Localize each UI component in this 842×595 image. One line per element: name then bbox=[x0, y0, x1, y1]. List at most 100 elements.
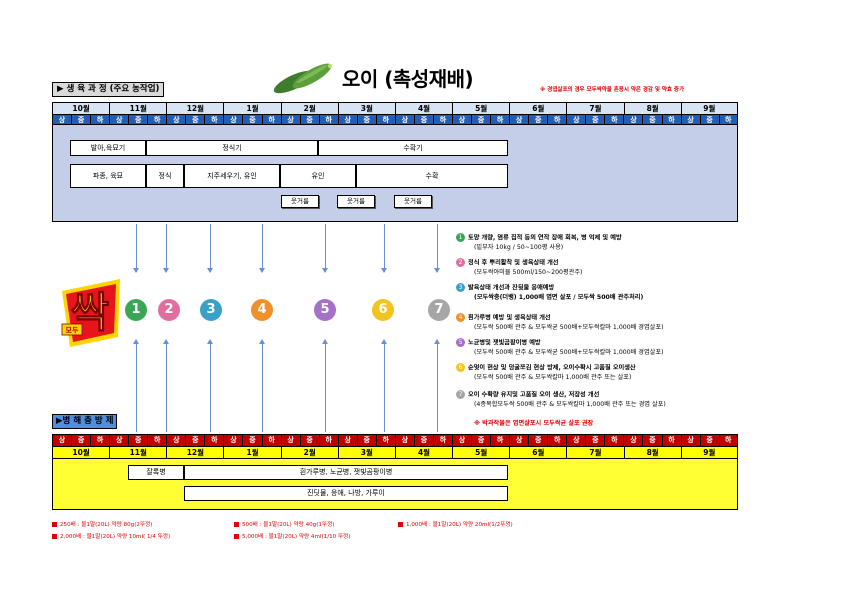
step-detail: (모두싹 500배 관주 & 모두싹균 500배+모두싹칼마 1,000배 경엽… bbox=[474, 348, 664, 356]
month-label: 7월 bbox=[566, 102, 624, 115]
warning-note: ※ 박과작물은 엽면살포시 모두싹균 살포 권장 bbox=[474, 420, 594, 427]
step-detail: (모두싹아미뮬 500ml/150~200평관주) bbox=[474, 268, 583, 276]
step-circle: 3 bbox=[200, 299, 222, 321]
pest-insects: 진딧물, 응애, 나방, 가루이 bbox=[184, 486, 508, 501]
subperiod-label: 하 bbox=[90, 434, 110, 447]
subperiod-label: 중 bbox=[471, 434, 491, 447]
step-detail: (모두싹충(더뱅) 1,000배 엽면 살포 / 모두싹 500배 관주처리) bbox=[474, 293, 644, 301]
growth-stage-seedling: 발아,육묘기 bbox=[70, 140, 146, 156]
subperiod-label: 상 bbox=[509, 434, 529, 447]
subperiod-label: 상 bbox=[451, 434, 472, 447]
step-title: 순멎이 현상 및 덩굴쪼김 현상 방제, 오이수확시 고품질 오이생산 bbox=[468, 364, 636, 372]
step-title: 정식 후 뿌리활착 및 생육상태 개선 bbox=[468, 259, 559, 267]
arrow-up-icon bbox=[322, 339, 328, 432]
arrow-up-icon bbox=[207, 339, 213, 432]
subperiod-label: 하 bbox=[718, 434, 738, 447]
growth-stage-harvest: 수확기 bbox=[318, 140, 508, 156]
subperiod-label: 상 bbox=[223, 434, 243, 447]
arrow-up-icon bbox=[381, 339, 387, 432]
subperiod-label: 중 bbox=[71, 434, 91, 447]
legend-item: 500배 : 물1말(20L) 약량 40g(1뚜껑) bbox=[234, 520, 334, 528]
month-label: 9월 bbox=[680, 102, 738, 115]
subperiod-label: 상 bbox=[109, 434, 129, 447]
topdress-pill-2: 웃거름 bbox=[337, 195, 375, 208]
subperiod-label: 하 bbox=[547, 434, 567, 447]
subperiod-label: 상 bbox=[280, 434, 300, 447]
subperiod-label: 중 bbox=[356, 434, 376, 447]
month-label: 11월 bbox=[109, 102, 167, 115]
task-training: 유인 bbox=[280, 164, 356, 188]
month-label: 5월 bbox=[452, 102, 510, 115]
subperiod-label: 하 bbox=[432, 434, 452, 447]
page-title: 오이 (촉성재배) bbox=[342, 66, 474, 91]
step-circle: 7 bbox=[428, 299, 450, 321]
subperiod-label: 상 bbox=[623, 434, 643, 447]
subperiod-label: 중 bbox=[128, 434, 148, 447]
subperiod-label: 중 bbox=[185, 434, 205, 447]
subperiod-label: 하 bbox=[318, 434, 338, 447]
subperiod-label: 중 bbox=[585, 434, 605, 447]
subperiod-label: 상 bbox=[680, 434, 700, 447]
step-number: 7 bbox=[456, 390, 465, 399]
subperiod-label: 상 bbox=[52, 434, 72, 447]
step-circle: 5 bbox=[314, 299, 336, 321]
task-sowing: 파종, 육묘 bbox=[70, 164, 146, 188]
step-title: 흰가루병 예방 및 생육상태 개선 bbox=[468, 314, 551, 322]
header-note: ※ 경엽살포의 경우 모두싹약을 혼용시 약은 경감 및 약효 증가 bbox=[540, 87, 685, 93]
arrow-up-icon bbox=[434, 339, 440, 432]
step-detail: (모두싹 500배 관주 & 모두싹균 500배+모두싹칼마 1,000배 경엽… bbox=[474, 323, 664, 331]
step-number: 1 bbox=[456, 233, 465, 242]
legend-item: 5,000배 : 물1말(20L) 약량 4ml(1/10 뚜껑) bbox=[234, 532, 350, 540]
month-label: 4월 bbox=[394, 102, 453, 115]
month-label: 1월 bbox=[223, 102, 281, 115]
step-title: 오이 수확량 유지및 고품질 오이 생산, 저장성 개선 bbox=[468, 391, 600, 399]
step-title: 노균병및 잿빛곰팡이병 예방 bbox=[468, 339, 541, 347]
legend-item: 1,000배 : 물1말(20L) 약량 20ml(1/2뚜껑) bbox=[398, 520, 513, 528]
step-title: 토양 개량, 염류 집적 등의 연작 장애 회복, 병 억제 및 예방 bbox=[468, 234, 622, 242]
step-number: 3 bbox=[456, 283, 465, 292]
subperiod-label: 하 bbox=[604, 434, 624, 447]
step-detail: (4종복합모두싹 500배 관주 & 모두싹칼마 1,000배 관주 또는 경엽… bbox=[474, 400, 666, 408]
step-number: 5 bbox=[456, 338, 465, 347]
arrow-down-icon bbox=[259, 224, 265, 273]
subperiod-label: 중 bbox=[528, 434, 548, 447]
legend-item: 250배 : 물1말(20L) 약량 80g(2뚜껑) bbox=[52, 520, 152, 528]
step-detail: (모두싹 500배 관주 & 모두싹칼마 1,000배 관주 또는 살포) bbox=[474, 373, 632, 381]
logo-icon: 싹 모두 bbox=[61, 279, 120, 347]
subperiod-label: 하 bbox=[661, 434, 681, 447]
arrow-down-icon bbox=[207, 224, 213, 273]
title-area: 오이 (촉성재배) bbox=[272, 60, 474, 94]
pest-mildew: 흰가루병, 노균병, 잿빛곰팡이병 bbox=[184, 465, 508, 480]
topdress-pill-3: 웃거름 bbox=[394, 195, 432, 208]
subperiod-label: 중 bbox=[413, 434, 433, 447]
subperiod-label: 하 bbox=[204, 434, 224, 447]
topdress-pill-1: 웃거름 bbox=[281, 195, 319, 208]
step-number: 2 bbox=[456, 258, 465, 267]
task-planting: 정식 bbox=[146, 164, 184, 188]
arrow-up-icon bbox=[133, 339, 139, 432]
arrow-down-icon bbox=[434, 224, 440, 273]
subperiod-label: 상 bbox=[394, 434, 414, 447]
subperiod-label: 하 bbox=[147, 434, 167, 447]
subperiod-label: 중 bbox=[642, 434, 662, 447]
month-label: 8월 bbox=[623, 102, 681, 115]
cucumber-icon bbox=[273, 63, 332, 94]
subperiod-label: 하 bbox=[261, 434, 281, 447]
arrow-down-icon bbox=[322, 224, 328, 273]
subperiod-label: 중 bbox=[242, 434, 262, 447]
task-staking: 지주세우기, 유인 bbox=[184, 164, 280, 188]
step-detail: (밑부자 10kg / 50~100평 사용) bbox=[474, 243, 564, 251]
arrow-up-icon bbox=[163, 339, 169, 432]
pest-damping-off: 잘록병 bbox=[128, 465, 184, 480]
subperiod-label: 중 bbox=[299, 434, 319, 447]
arrow-up-icon bbox=[259, 339, 265, 432]
subperiod-label: 상 bbox=[337, 434, 357, 447]
arrow-down-icon bbox=[133, 224, 139, 273]
